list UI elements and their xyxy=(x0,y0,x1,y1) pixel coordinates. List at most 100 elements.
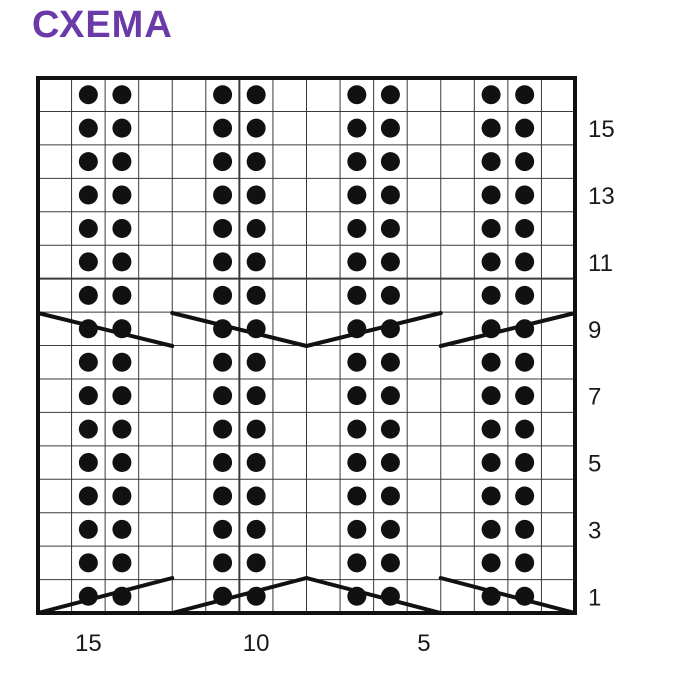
purl-dot xyxy=(213,252,233,272)
purl-dot xyxy=(213,519,233,539)
purl-dot xyxy=(246,519,266,539)
cable-line xyxy=(438,576,577,615)
purl-dot xyxy=(78,519,98,539)
purl-dot xyxy=(481,152,501,172)
cable-line xyxy=(36,311,175,348)
row-number-label: 5 xyxy=(588,451,601,478)
purl-dot xyxy=(213,285,233,305)
purl-dot xyxy=(515,553,535,573)
purl-dot xyxy=(515,218,535,238)
purl-dots xyxy=(78,85,535,606)
purl-dot xyxy=(515,252,535,272)
purl-dot xyxy=(213,352,233,372)
purl-dot xyxy=(515,152,535,172)
purl-dot xyxy=(481,519,501,539)
purl-dot xyxy=(246,218,266,238)
purl-dot xyxy=(246,285,266,305)
purl-dot xyxy=(246,419,266,439)
purl-dot xyxy=(380,486,400,506)
purl-dot xyxy=(481,419,501,439)
column-number-label: 10 xyxy=(243,630,270,657)
purl-dot xyxy=(515,386,535,406)
purl-dot xyxy=(246,553,266,573)
purl-dot xyxy=(481,218,501,238)
chart-border xyxy=(36,76,577,615)
purl-dot xyxy=(78,285,98,305)
cable-line xyxy=(36,576,175,615)
purl-dot xyxy=(246,185,266,205)
purl-dot xyxy=(347,152,367,172)
purl-dot xyxy=(380,419,400,439)
purl-dot xyxy=(380,252,400,272)
purl-dot xyxy=(213,118,233,138)
purl-dot xyxy=(112,118,132,138)
purl-dot xyxy=(78,85,98,105)
purl-dot xyxy=(515,352,535,372)
purl-dot xyxy=(246,486,266,506)
purl-dot xyxy=(78,152,98,172)
row-number-label: 13 xyxy=(588,183,615,210)
purl-dot xyxy=(112,252,132,272)
purl-dot xyxy=(112,185,132,205)
purl-dot xyxy=(515,118,535,138)
purl-dot xyxy=(112,486,132,506)
purl-dot xyxy=(380,152,400,172)
purl-dot xyxy=(112,553,132,573)
purl-dot xyxy=(481,553,501,573)
purl-dot xyxy=(78,419,98,439)
purl-dot xyxy=(112,453,132,473)
purl-dot xyxy=(246,152,266,172)
purl-dot xyxy=(246,252,266,272)
purl-dot xyxy=(515,519,535,539)
row-number-label: 3 xyxy=(588,517,601,544)
row-number-label: 9 xyxy=(588,317,601,344)
purl-dot xyxy=(213,486,233,506)
purl-dot xyxy=(380,185,400,205)
purl-dot xyxy=(347,252,367,272)
purl-dot xyxy=(213,152,233,172)
purl-dot xyxy=(481,352,501,372)
purl-dot xyxy=(515,85,535,105)
purl-dot xyxy=(481,118,501,138)
purl-dot xyxy=(213,386,233,406)
purl-dot xyxy=(213,553,233,573)
purl-dot xyxy=(213,218,233,238)
purl-dot xyxy=(347,352,367,372)
purl-dot xyxy=(246,85,266,105)
purl-dot xyxy=(481,252,501,272)
purl-dot xyxy=(481,285,501,305)
cable-line xyxy=(438,311,577,348)
purl-dot xyxy=(515,185,535,205)
purl-dot xyxy=(380,386,400,406)
purl-dot xyxy=(112,285,132,305)
purl-dot xyxy=(78,118,98,138)
purl-dot xyxy=(112,519,132,539)
purl-dot xyxy=(246,453,266,473)
cable-line xyxy=(304,576,443,615)
purl-dot xyxy=(347,118,367,138)
purl-dot xyxy=(78,553,98,573)
purl-dot xyxy=(515,285,535,305)
purl-dot xyxy=(380,285,400,305)
row-number-label: 1 xyxy=(588,584,601,611)
chart-grid xyxy=(36,76,577,615)
purl-dot xyxy=(112,386,132,406)
purl-dot xyxy=(347,553,367,573)
purl-dot xyxy=(78,453,98,473)
purl-dot xyxy=(78,386,98,406)
purl-dot xyxy=(380,85,400,105)
purl-dot xyxy=(112,85,132,105)
purl-dot xyxy=(112,352,132,372)
purl-dot xyxy=(515,486,535,506)
purl-dot xyxy=(347,519,367,539)
purl-dot xyxy=(112,152,132,172)
purl-dot xyxy=(515,453,535,473)
purl-dot xyxy=(213,453,233,473)
cable-lines xyxy=(36,311,577,615)
purl-dot xyxy=(380,553,400,573)
purl-dot xyxy=(347,386,367,406)
purl-dot xyxy=(213,185,233,205)
purl-dot xyxy=(347,85,367,105)
